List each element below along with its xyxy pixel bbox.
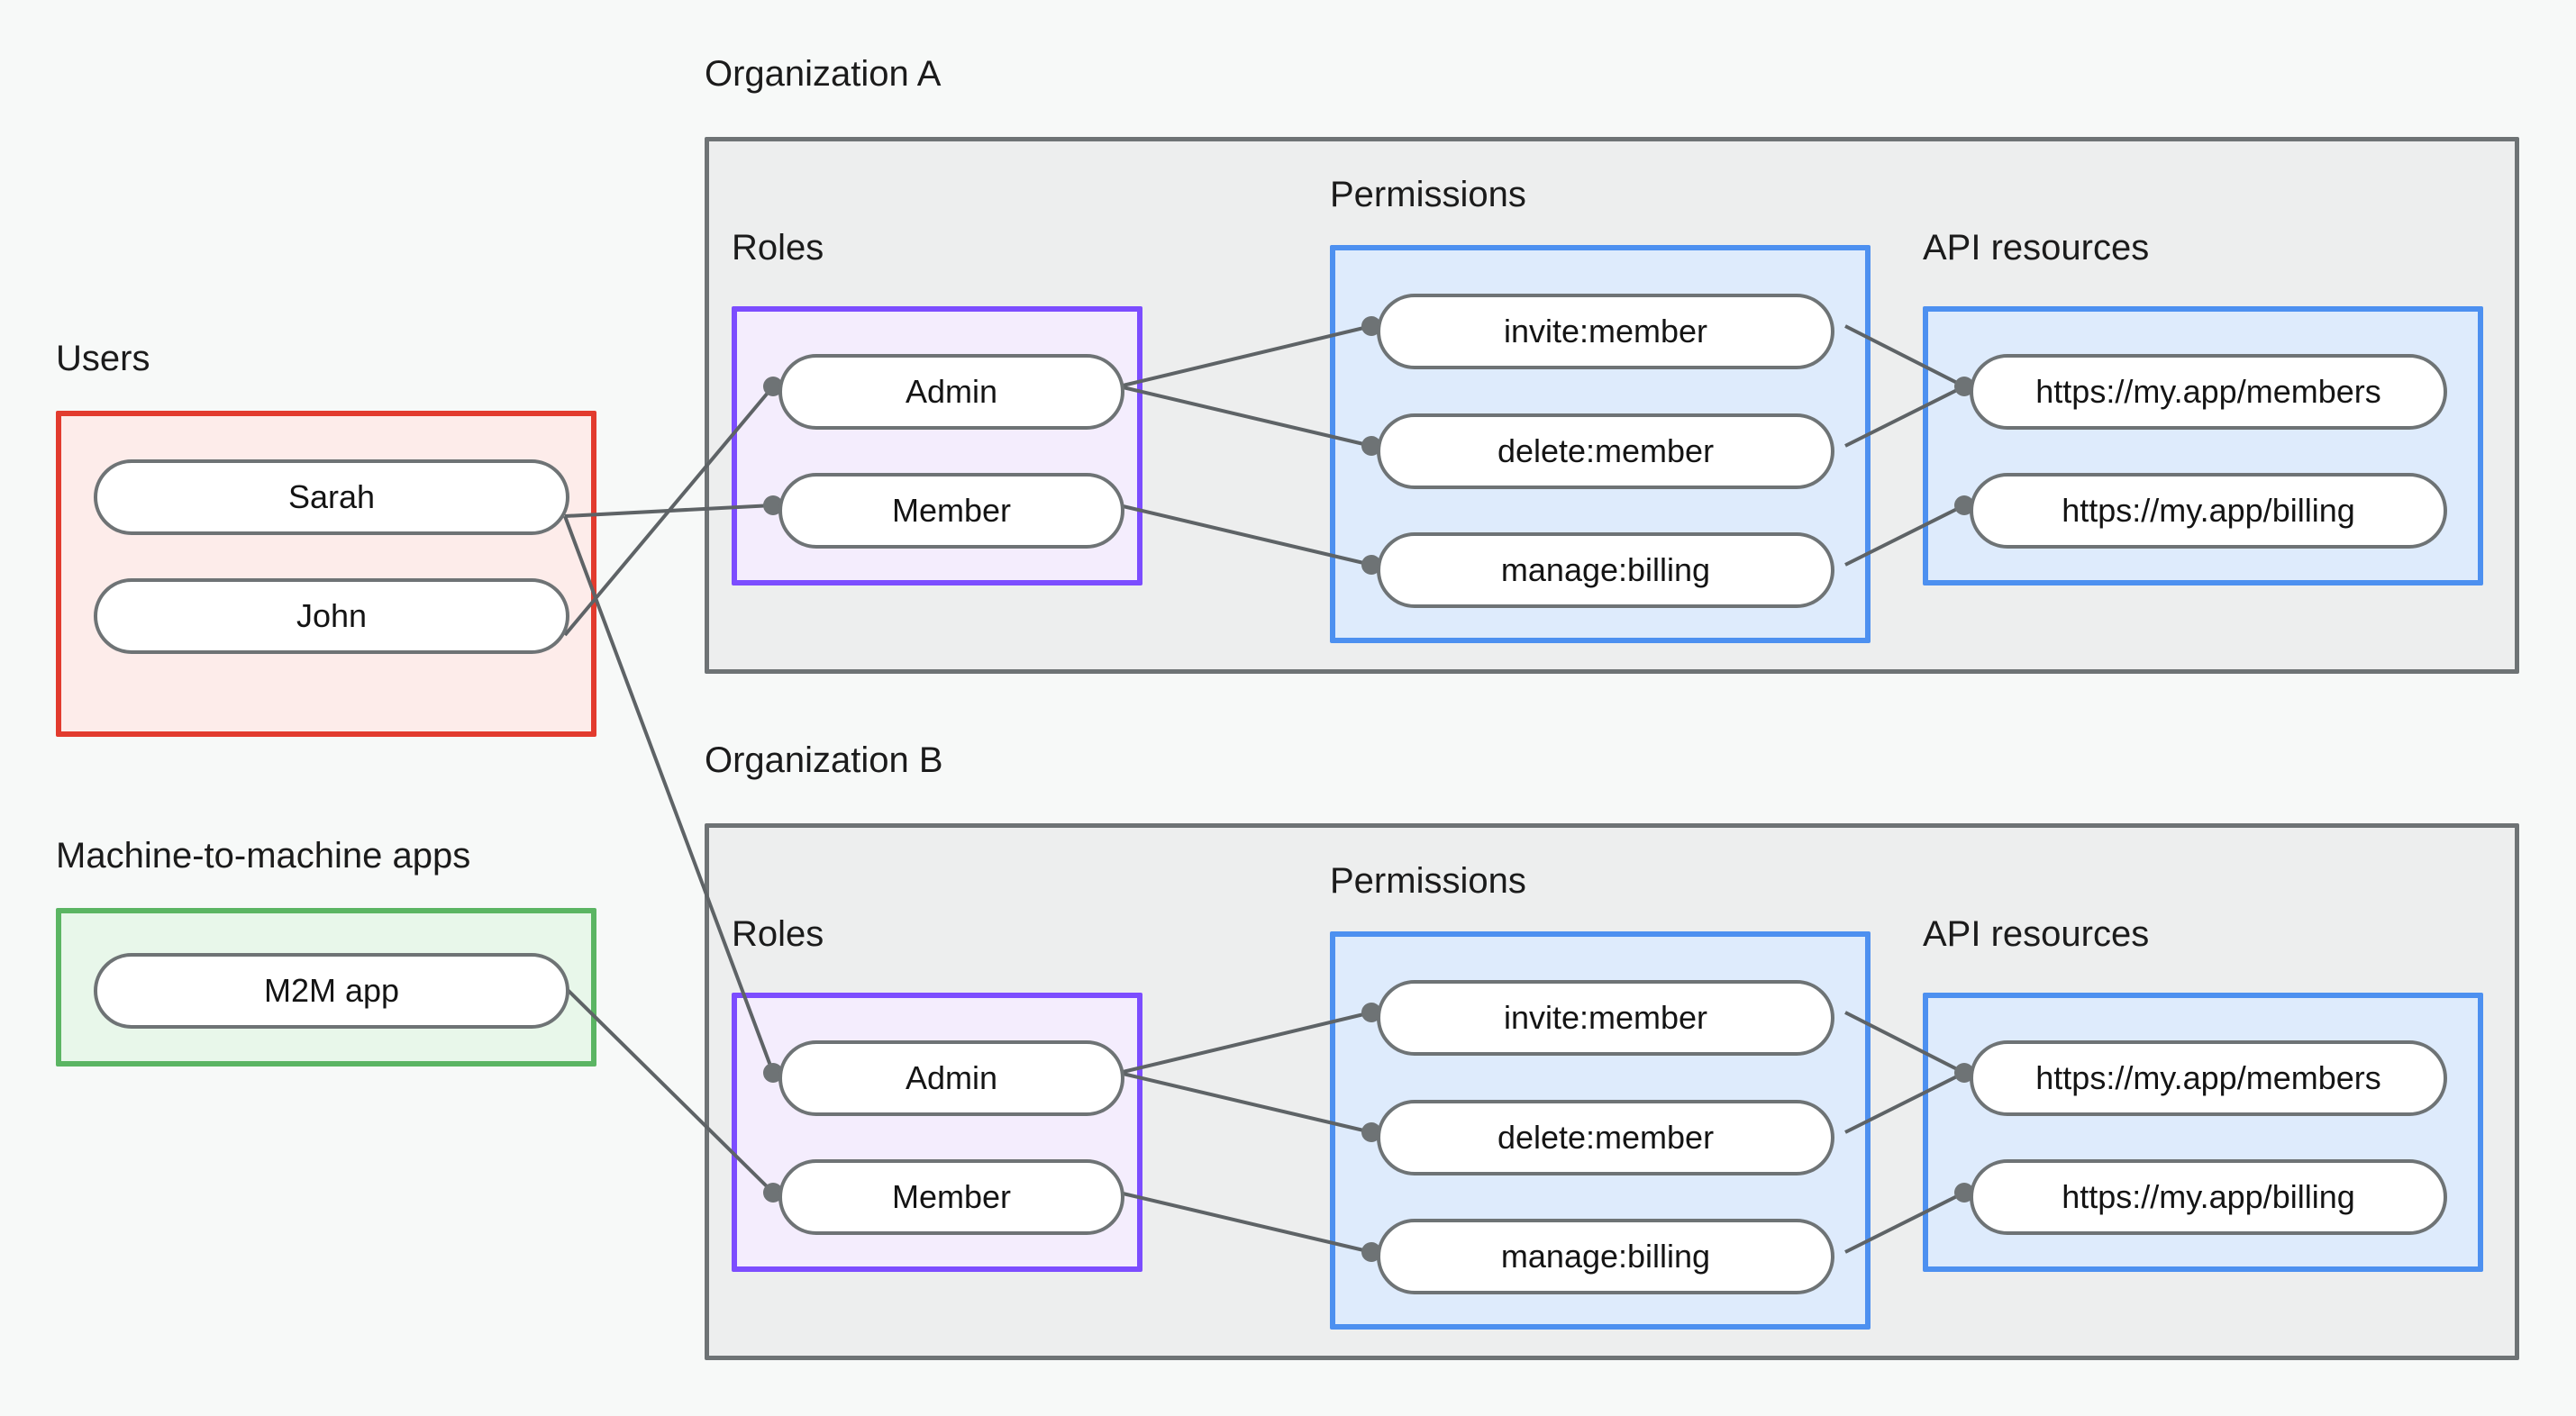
org-a-permission-pill-manage-billing[interactable]: manage:billing	[1377, 532, 1834, 608]
org-a-api-resources-caption: API resources	[1923, 228, 2150, 268]
org-a-permissions-caption: Permissions	[1330, 175, 1526, 214]
org-a-role-pill-member[interactable]: Member	[778, 473, 1124, 549]
org-a-api-pill-billing[interactable]: https://my.app/billing	[1970, 473, 2447, 549]
org-b-permissions-group: invite:member delete:member manage:billi…	[1330, 931, 1871, 1330]
org-b-permission-pill-invite-member[interactable]: invite:member	[1377, 980, 1834, 1056]
users-group: Sarah John	[56, 411, 596, 737]
org-b-roles-group: Admin Member	[732, 993, 1142, 1272]
org-a-api-resources-group: https://my.app/members https://my.app/bi…	[1923, 306, 2483, 585]
org-b-api-resources-group: https://my.app/members https://my.app/bi…	[1923, 993, 2483, 1272]
org-b-api-resources-caption: API resources	[1923, 914, 2150, 954]
org-b-permission-pill-manage-billing[interactable]: manage:billing	[1377, 1219, 1834, 1294]
org-a-caption: Organization A	[705, 54, 942, 94]
org-b-api-pill-members[interactable]: https://my.app/members	[1970, 1040, 2447, 1116]
m2m-pill-app[interactable]: M2M app	[94, 953, 569, 1029]
org-b-caption: Organization B	[705, 740, 943, 780]
org-a-permission-pill-invite-member[interactable]: invite:member	[1377, 294, 1834, 369]
org-b-role-pill-admin[interactable]: Admin	[778, 1040, 1124, 1116]
m2m-group: M2M app	[56, 908, 596, 1067]
org-a-permissions-group: invite:member delete:member manage:billi…	[1330, 245, 1871, 643]
user-pill-john[interactable]: John	[94, 578, 569, 654]
org-b-role-pill-member[interactable]: Member	[778, 1159, 1124, 1235]
org-a-roles-caption: Roles	[732, 228, 824, 268]
org-b-roles-caption: Roles	[732, 914, 824, 954]
org-b-permission-pill-delete-member[interactable]: delete:member	[1377, 1100, 1834, 1175]
m2m-caption: Machine-to-machine apps	[56, 836, 471, 876]
users-caption: Users	[56, 339, 150, 378]
org-a-permission-pill-delete-member[interactable]: delete:member	[1377, 413, 1834, 489]
org-a-role-pill-admin[interactable]: Admin	[778, 354, 1124, 430]
org-b-api-pill-billing[interactable]: https://my.app/billing	[1970, 1159, 2447, 1235]
org-a-api-pill-members[interactable]: https://my.app/members	[1970, 354, 2447, 430]
user-pill-sarah[interactable]: Sarah	[94, 459, 569, 535]
org-a-roles-group: Admin Member	[732, 306, 1142, 585]
org-b-permissions-caption: Permissions	[1330, 861, 1526, 901]
